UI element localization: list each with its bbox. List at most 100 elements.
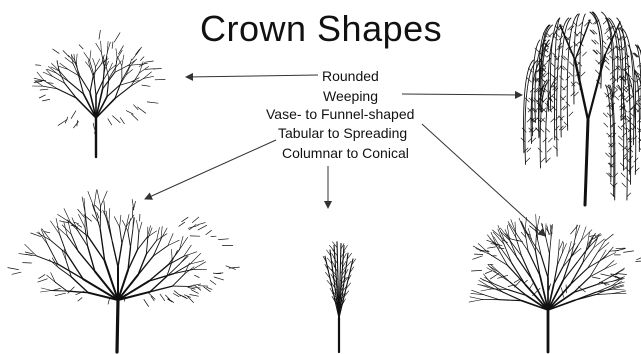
branch <box>619 143 623 147</box>
weeping-strand <box>618 85 627 200</box>
branch <box>96 59 100 67</box>
branch <box>78 209 85 217</box>
branch <box>595 70 599 74</box>
branch <box>604 123 608 127</box>
branch <box>494 237 501 249</box>
branch <box>570 62 574 66</box>
branch <box>536 88 540 92</box>
branch <box>47 69 57 73</box>
branch <box>596 289 612 292</box>
branch <box>141 57 145 61</box>
branch <box>71 277 88 293</box>
branch <box>491 232 497 247</box>
branch <box>132 207 133 217</box>
branch <box>522 256 533 279</box>
branch <box>67 291 88 293</box>
branch <box>547 148 551 152</box>
branch <box>79 45 83 49</box>
branch <box>563 256 572 267</box>
branch <box>631 123 635 127</box>
branch <box>575 60 588 120</box>
branch <box>51 273 56 283</box>
branch <box>608 50 612 54</box>
branch <box>537 216 540 230</box>
branch <box>622 183 626 187</box>
branch <box>530 284 533 289</box>
branch <box>621 116 625 120</box>
branch <box>591 30 595 34</box>
arrow-rounded <box>186 75 318 77</box>
branch <box>590 235 596 236</box>
branch <box>612 268 624 276</box>
branch <box>184 245 192 256</box>
branch <box>569 112 573 116</box>
branch <box>182 217 188 221</box>
branch <box>34 82 42 83</box>
branch <box>136 49 140 54</box>
branch <box>63 51 69 57</box>
branch <box>136 47 141 54</box>
branch <box>173 274 185 286</box>
branch <box>473 256 483 259</box>
branch <box>47 275 56 282</box>
branch <box>137 220 139 233</box>
branch <box>521 138 525 142</box>
branch <box>41 288 51 291</box>
branch <box>604 46 608 50</box>
branch <box>571 82 575 86</box>
branch <box>184 252 197 256</box>
branch <box>131 78 144 86</box>
weeping-tree <box>521 12 641 205</box>
branch <box>190 295 199 297</box>
branch <box>93 58 96 67</box>
branch <box>563 262 577 281</box>
branch <box>138 254 146 275</box>
branch <box>108 119 112 125</box>
branch <box>40 89 48 90</box>
branch <box>605 260 615 269</box>
branch <box>532 138 536 142</box>
branch <box>469 300 482 303</box>
branch <box>88 191 94 207</box>
branch <box>546 158 550 162</box>
branch <box>492 230 504 240</box>
branch <box>113 243 119 268</box>
branch <box>139 222 142 233</box>
branch <box>140 62 144 73</box>
branch <box>607 173 611 177</box>
branch <box>39 275 45 279</box>
branch <box>145 61 154 62</box>
branch <box>132 55 136 60</box>
branch <box>526 158 530 162</box>
branch <box>484 274 492 284</box>
branch <box>65 83 77 98</box>
branch <box>168 250 179 265</box>
branch <box>138 107 146 113</box>
branch <box>160 294 165 301</box>
branch <box>180 237 188 249</box>
branch <box>581 72 585 76</box>
branch <box>206 230 212 234</box>
branch <box>546 237 550 255</box>
branch <box>84 94 96 118</box>
branch <box>120 227 122 244</box>
branch <box>78 298 82 301</box>
branch <box>624 251 634 253</box>
branch <box>601 274 611 276</box>
branch <box>168 299 174 303</box>
branch <box>485 271 491 274</box>
branch <box>636 261 641 262</box>
branch <box>138 233 139 250</box>
branch <box>569 72 573 76</box>
weeping-strand <box>606 85 612 182</box>
branch <box>543 138 547 142</box>
branch <box>90 74 94 92</box>
branch <box>547 53 551 57</box>
branch <box>55 282 67 291</box>
branch <box>604 247 613 258</box>
branch <box>605 30 609 34</box>
branch <box>549 33 553 37</box>
branch <box>122 55 124 66</box>
branch <box>166 295 170 299</box>
branch <box>99 30 100 39</box>
